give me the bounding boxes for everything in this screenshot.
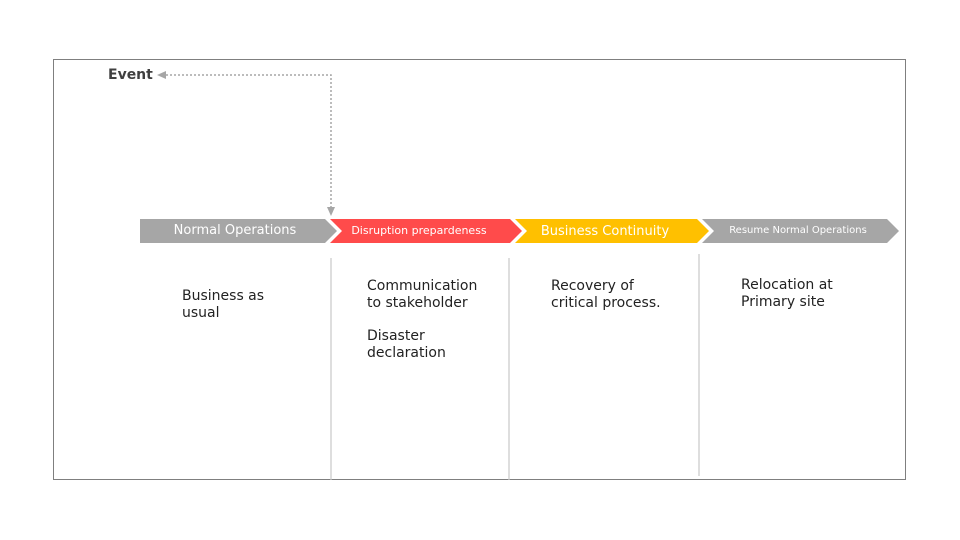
- phase-label-resume-normal-operations: Resume Normal Operations: [729, 225, 867, 236]
- phase-label-business-continuity: Business Continuity: [540, 224, 670, 239]
- event-arrowhead-down: [327, 207, 335, 216]
- note-communication-to-stakeholder: Communication to stakeholder: [367, 278, 478, 311]
- phase-label-disruption-preparedness: Disruption prepardeness: [351, 224, 487, 237]
- phase-arrow-business-continuity: [515, 219, 709, 243]
- phase-arrow-disruption-preparedness: [330, 219, 522, 243]
- diagram-frame: [53, 59, 906, 480]
- note-disaster-declaration: Disaster declaration: [367, 328, 446, 361]
- note-relocation-at-primary-site: Relocation at Primary site: [741, 277, 833, 310]
- note-business-as-usual: Business as usual: [182, 288, 265, 321]
- phase-arrow-resume-normal-operations: [702, 219, 899, 243]
- event-arrowhead-left: [157, 71, 166, 79]
- event-connector: [166, 74, 332, 209]
- note-recovery-of-critical-process: Recovery of critical process.: [551, 278, 661, 311]
- phase-arrow-normal-operations: [140, 219, 337, 243]
- event-label: Event: [108, 67, 153, 83]
- phase-label-normal-operations: Normal Operations: [173, 223, 297, 238]
